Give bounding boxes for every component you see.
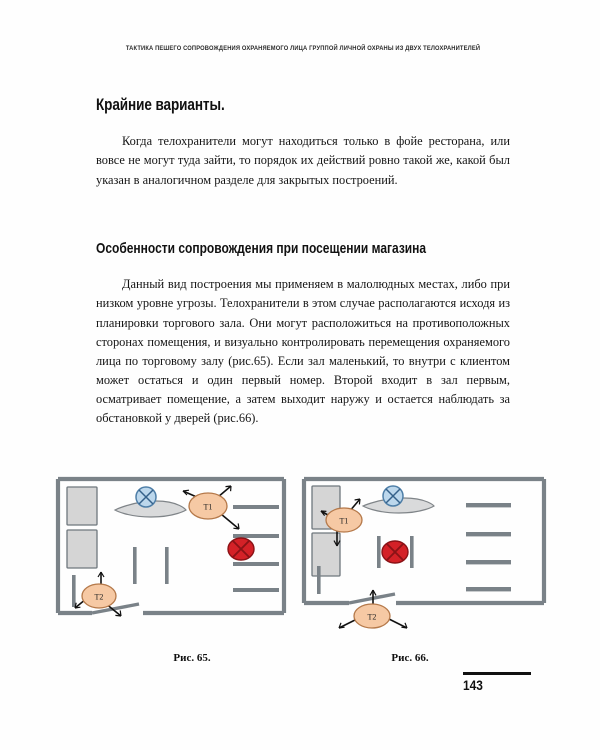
bodyguard-t2-label-66: T2 [368, 613, 377, 622]
sight-arrows-t1-66 [320, 498, 361, 547]
aisle-rack-right-65 [165, 547, 169, 584]
sight-arrows-t2-66 [338, 589, 408, 629]
aisle-rack-corner-66 [317, 566, 321, 594]
secondary-marker-65 [135, 486, 157, 508]
secondary-marker-66 [382, 485, 404, 507]
figure-65-caption: Рис. 65. [173, 652, 211, 664]
wall-shelf-65-2 [233, 534, 279, 538]
folio-rule [463, 672, 531, 675]
bodyguard-t1-label-65: T1 [204, 503, 213, 512]
figure-66: T1 [301, 476, 547, 631]
bodyguard-marker-t1-66: T1 [325, 507, 363, 533]
door-leaf-66 [348, 592, 396, 605]
running-header: ТАКТИКА ПЕШЕГО СОПРОВОЖДЕНИЯ ОХРАНЯЕМОГО… [125, 45, 481, 52]
display-case-left-lower-66 [311, 532, 341, 577]
principal-marker-66 [381, 540, 409, 564]
display-case-left-upper-65 [66, 486, 98, 526]
body-paragraph-1: Когда телохранители могут находиться тол… [96, 134, 510, 187]
body-paragraph-2: Данный вид построения мы применяем в мал… [96, 277, 510, 426]
bodyguard-t1-label-66: T1 [340, 517, 349, 526]
wall-shelf-65-4 [233, 588, 279, 592]
figure-65-diagram: T1 T2 [55, 476, 287, 617]
wall-shelf-65-1 [233, 505, 279, 509]
bodyguard-t2-label-65: T2 [95, 593, 104, 602]
aisle-rack-left-66 [377, 536, 381, 568]
bodyguard-marker-t2-65: T2 [81, 583, 117, 609]
wall-shelf-66-4 [466, 587, 511, 592]
aisle-rack-left-65 [133, 547, 137, 584]
display-case-left-lower-65 [66, 529, 98, 569]
figure-66-caption: Рис. 66. [391, 652, 429, 664]
door-leaf-65 [91, 602, 140, 615]
figure-65: T1 T2 [55, 476, 287, 624]
room-walls-65 [55, 476, 287, 616]
figure-66-diagram: T1 [301, 476, 547, 629]
room-walls-66 [301, 476, 547, 606]
page-number: 143 [463, 677, 483, 693]
wall-shelf-66-2 [466, 532, 511, 537]
aisle-rack-right-66 [410, 536, 414, 568]
bodyguard-marker-t1-65: T1 [188, 492, 228, 520]
principal-marker-65 [227, 537, 255, 561]
section-heading-secondary: Особенности сопровождения при посещении … [96, 240, 427, 258]
aisle-rack-corner-65 [72, 575, 76, 607]
wall-shelf-65-3 [233, 562, 279, 566]
wall-shelf-66-1 [466, 503, 511, 508]
figure-group: T1 T2 [55, 476, 547, 631]
bodyguard-marker-t2-66: T2 [353, 603, 391, 629]
section-heading-primary: Крайние варианты. [96, 96, 225, 115]
wall-shelf-66-3 [466, 560, 511, 565]
